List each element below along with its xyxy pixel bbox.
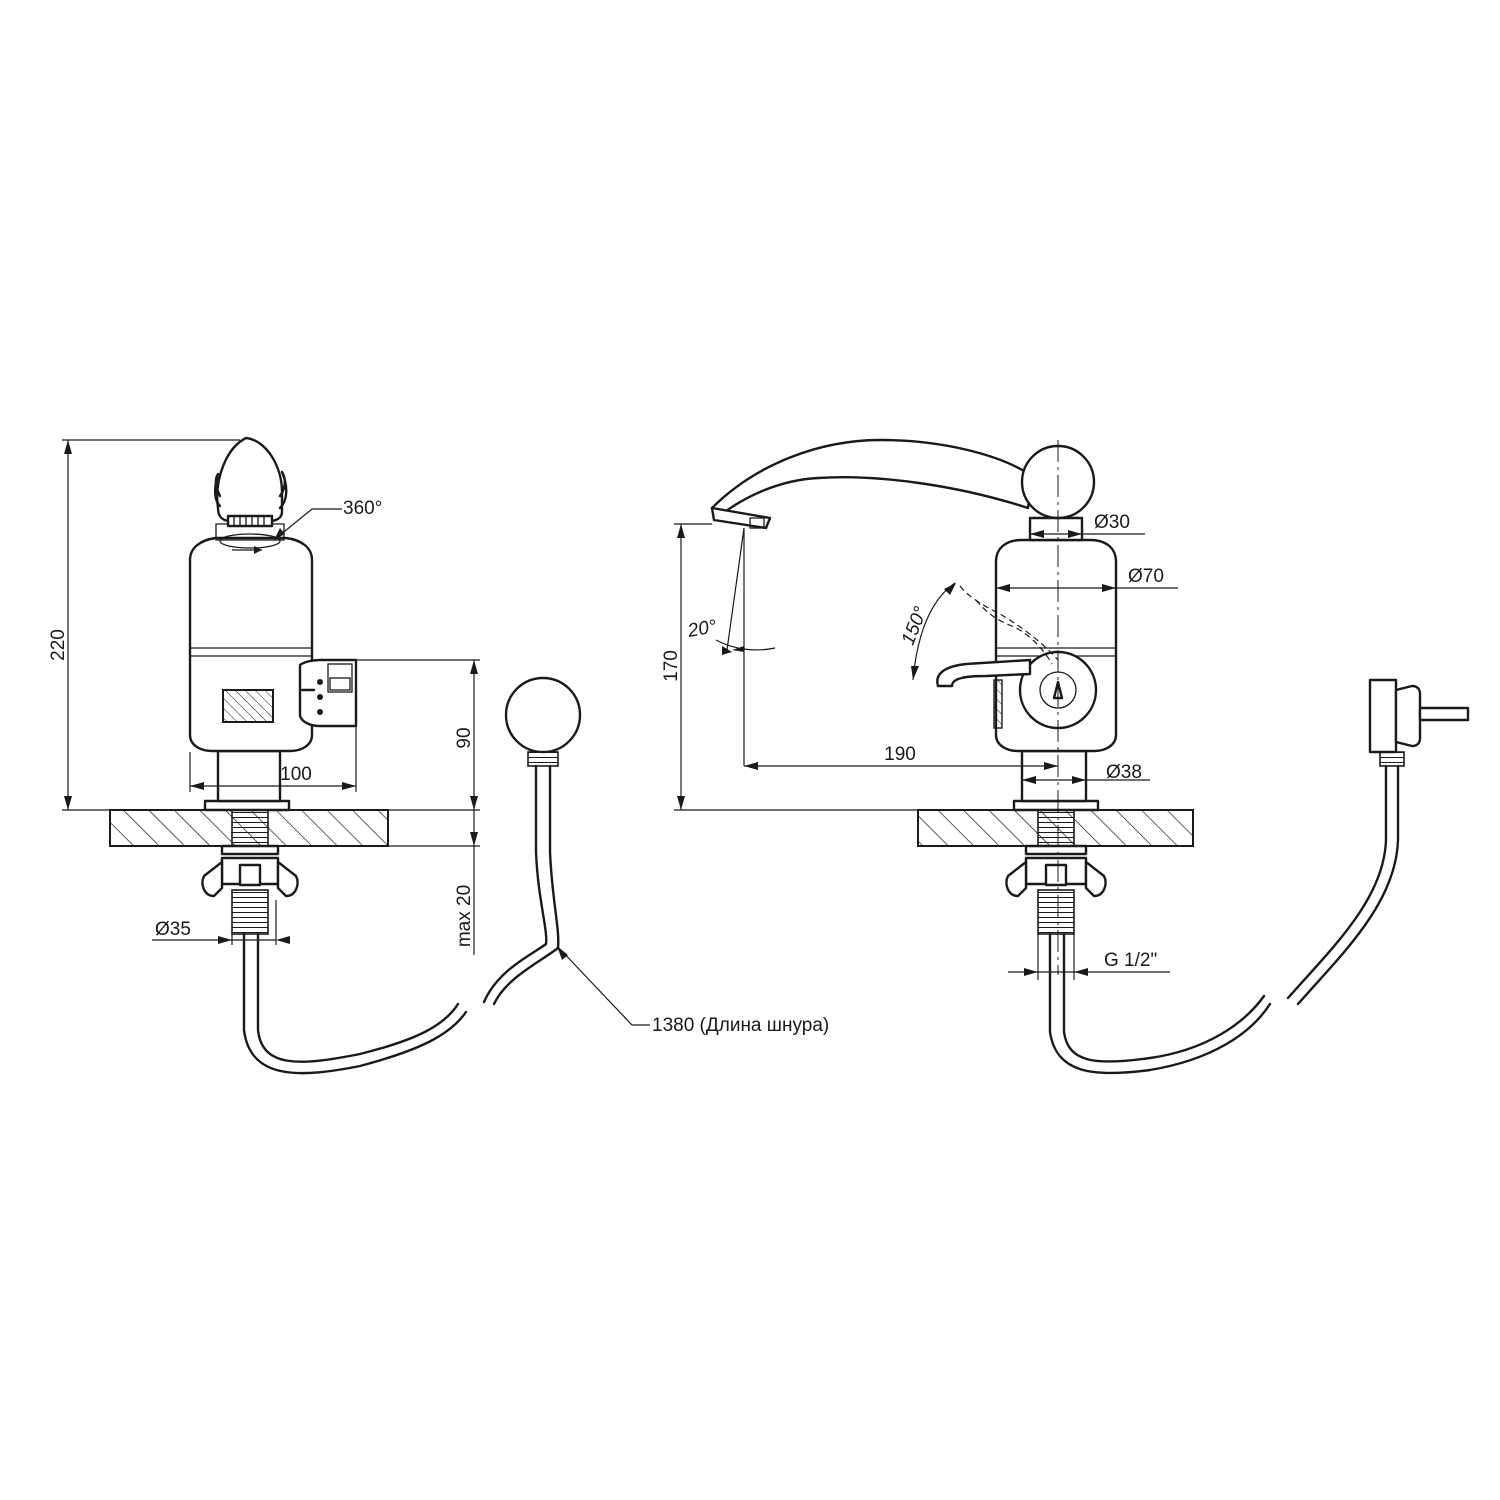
dim-base-diameter: Ø35	[155, 919, 191, 940]
dim-thread: G 1/2"	[1104, 950, 1157, 971]
power-plug	[1368, 678, 1398, 754]
dim-depth: 100	[280, 764, 312, 785]
dim-cap-diameter: Ø30	[1094, 512, 1130, 533]
dim-neck-diameter: Ø38	[1106, 762, 1142, 783]
display-window	[222, 689, 274, 723]
dim-spout-height: 170	[661, 650, 682, 682]
side-view: 220 360° 100 90 max 20 Ø35	[48, 436, 829, 1075]
spout	[710, 438, 1034, 516]
dim-body-diameter: Ø70	[1128, 566, 1164, 587]
front-view: 150° 20° 170 190 Ø30	[661, 438, 1470, 1075]
dim-max-thickness: max 20	[454, 885, 475, 947]
dim-lever-angle: 150°	[898, 603, 932, 648]
lever-handle	[936, 658, 1032, 688]
dim-rotation: 360°	[343, 498, 382, 519]
dim-body-height: 90	[454, 727, 475, 748]
dim-spout-angle: 20°	[685, 616, 718, 642]
dim-cord-length: 1380 (Длина шнура)	[652, 1015, 829, 1036]
spout-head-side	[216, 436, 284, 523]
dim-spout-reach: 190	[884, 744, 916, 765]
remote-pendant	[504, 676, 582, 754]
dim-total-height: 220	[48, 629, 69, 661]
heater-body-side	[188, 536, 314, 753]
